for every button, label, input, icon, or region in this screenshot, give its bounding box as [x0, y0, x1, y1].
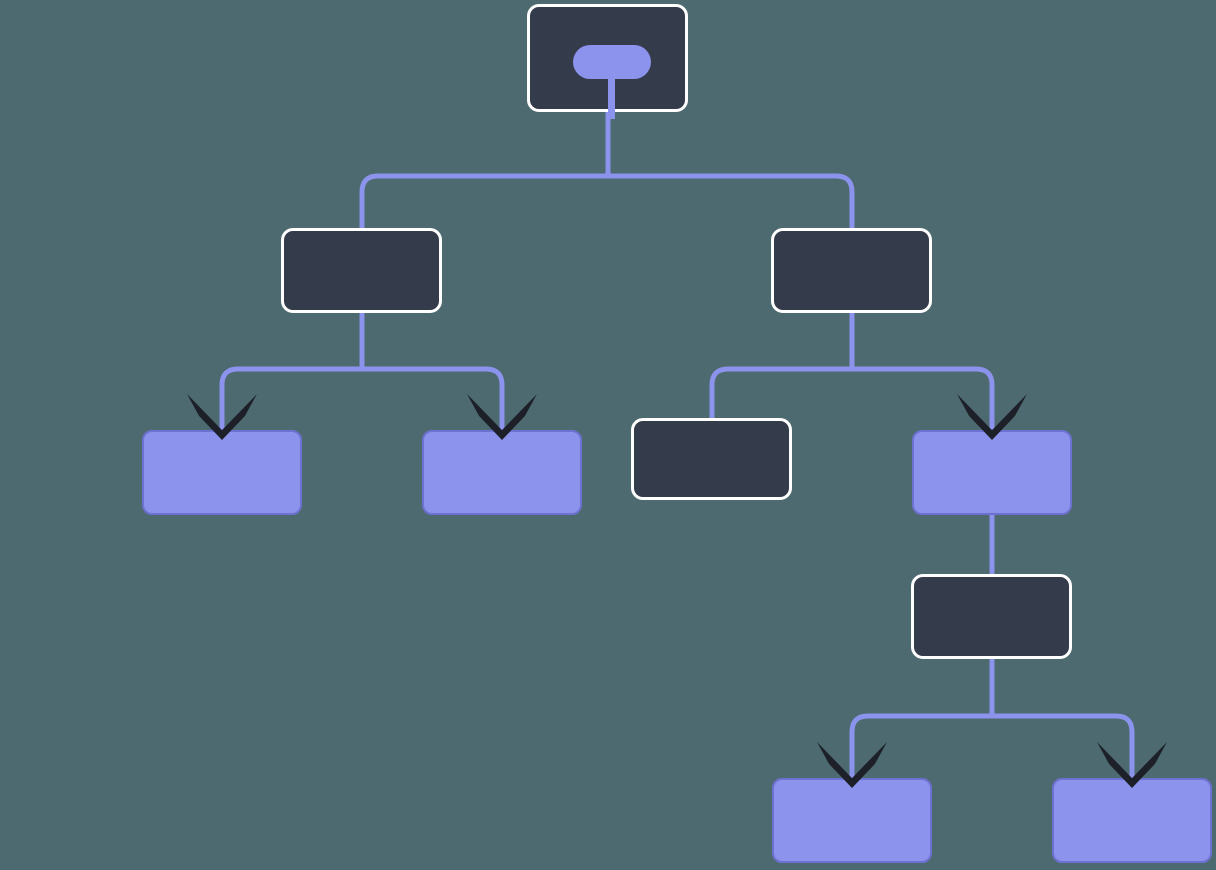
node-n-l2-b[interactable]	[422, 430, 582, 515]
node-n-root[interactable]	[527, 4, 688, 119]
node-n-l2-d[interactable]	[912, 430, 1072, 515]
edge	[219, 313, 365, 430]
edge	[849, 313, 995, 430]
node-n-l1-left[interactable]	[281, 228, 442, 313]
edge	[709, 313, 855, 418]
edge	[989, 659, 1135, 778]
node-n-l2-a[interactable]	[142, 430, 302, 515]
edge	[359, 313, 505, 430]
root-node-pill	[573, 45, 651, 79]
root-node-stem	[608, 75, 615, 119]
node-n-l2-c[interactable]	[631, 418, 792, 500]
node-n-l3[interactable]	[911, 574, 1072, 659]
node-n-l1-right[interactable]	[771, 228, 932, 313]
edge	[849, 659, 995, 778]
node-n-l4-a[interactable]	[772, 778, 932, 863]
node-n-l4-b[interactable]	[1052, 778, 1212, 863]
edge	[605, 112, 855, 313]
